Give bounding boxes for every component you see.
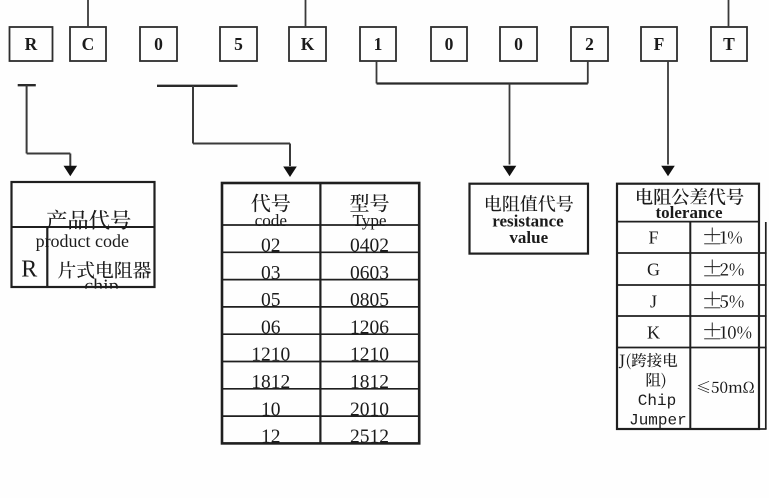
svg-text:0: 0 [445, 34, 454, 54]
svg-text:0402: 0402 [350, 236, 389, 257]
svg-text:Type: Type [352, 211, 386, 230]
svg-text:0: 0 [154, 34, 163, 54]
svg-text:0603: 0603 [350, 263, 389, 284]
svg-text:03: 03 [261, 263, 281, 284]
svg-text:2010: 2010 [350, 399, 389, 420]
svg-text:R: R [21, 257, 37, 283]
svg-text:1: 1 [374, 34, 383, 54]
svg-text:R: R [25, 34, 38, 54]
svg-text:1812: 1812 [350, 372, 389, 393]
svg-text:code: code [255, 211, 288, 230]
svg-text:2512: 2512 [350, 427, 389, 448]
svg-text:T: T [723, 34, 735, 54]
svg-text:1210: 1210 [251, 345, 290, 366]
svg-text:1206: 1206 [350, 317, 389, 338]
svg-text:2: 2 [585, 34, 594, 54]
svg-text:1812: 1812 [251, 372, 290, 393]
svg-text:G: G [647, 260, 660, 280]
svg-text:product code: product code [36, 231, 129, 251]
svg-text:K: K [301, 34, 315, 54]
svg-text:resistance: resistance [492, 212, 564, 231]
svg-text:chip: chip [84, 276, 118, 298]
svg-text:J: J [650, 292, 657, 312]
svg-text:0805: 0805 [350, 290, 389, 311]
svg-text:C: C [82, 34, 95, 54]
svg-text:value: value [509, 228, 548, 247]
svg-text:F: F [654, 34, 665, 54]
svg-text:Jumper: Jumper [629, 412, 687, 430]
svg-text:0: 0 [514, 34, 523, 54]
svg-text:F: F [648, 228, 658, 248]
svg-text:K: K [647, 323, 660, 343]
svg-text:Chip: Chip [638, 392, 676, 410]
svg-text:06: 06 [261, 317, 281, 338]
svg-text:5: 5 [234, 34, 243, 54]
svg-text:tolerance: tolerance [655, 203, 722, 222]
svg-text:05: 05 [261, 290, 281, 311]
svg-text:12: 12 [261, 427, 281, 448]
svg-text:10: 10 [261, 399, 281, 420]
svg-text:1210: 1210 [350, 345, 389, 366]
svg-text:02: 02 [261, 236, 281, 257]
